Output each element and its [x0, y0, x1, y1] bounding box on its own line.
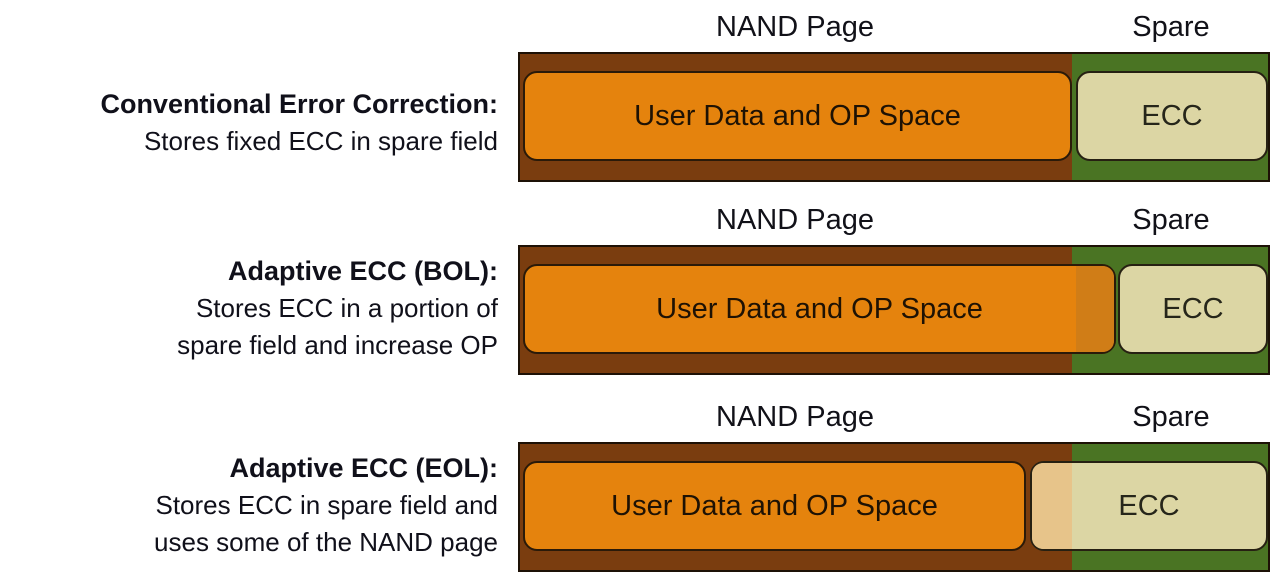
nand-page-header: NAND Page: [716, 401, 874, 433]
row-description-line: spare field and increase OP: [177, 330, 498, 360]
user-data-box-label: User Data and OP Space: [656, 292, 983, 325]
user-data-box: User Data and OP Space: [523, 461, 1026, 551]
row-title: Conventional Error Correction:: [100, 89, 498, 119]
row-label-conventional: Conventional Error Correction: Stores fi…: [0, 86, 498, 160]
ecc-box: ECC: [1076, 71, 1268, 161]
spare-header: Spare: [1132, 11, 1210, 43]
nand-page-header: NAND Page: [716, 11, 874, 43]
row-description-line: Stores ECC in a portion of: [195, 293, 498, 323]
user-data-box: User Data and OP Space: [523, 71, 1072, 161]
user-data-box: User Data and OP Space: [523, 264, 1116, 354]
row-description-line: uses some of the NAND page: [154, 527, 498, 557]
row-title: Adaptive ECC (EOL):: [229, 453, 498, 483]
spare-header: Spare: [1132, 204, 1210, 236]
nand-page-bar-adaptive-bol: User Data and OP Space ECC: [518, 245, 1270, 375]
spare-header: Spare: [1132, 401, 1210, 433]
nand-page-bar-conventional: User Data and OP Space ECC: [518, 52, 1270, 182]
row-title: Adaptive ECC (BOL):: [228, 256, 498, 286]
ecc-over-nand-overlap: [1032, 463, 1072, 549]
nand-page-bar-adaptive-eol: User Data and OP Space ECC: [518, 442, 1270, 572]
nand-page-header: NAND Page: [716, 204, 874, 236]
ecc-box-label: ECC: [1118, 489, 1180, 522]
row-description-line: Stores ECC in spare field and: [155, 490, 498, 520]
ecc-box: ECC: [1030, 461, 1268, 551]
row-label-adaptive-bol: Adaptive ECC (BOL): Stores ECC in a port…: [0, 253, 498, 364]
user-data-box-label: User Data and OP Space: [611, 489, 938, 522]
ecc-box-label: ECC: [1141, 99, 1203, 132]
row-label-adaptive-eol: Adaptive ECC (EOL): Stores ECC in spare …: [0, 450, 498, 561]
user-data-over-spare-overlap: [1076, 266, 1114, 352]
row-description-line: Stores fixed ECC in spare field: [143, 126, 498, 156]
ecc-box-label: ECC: [1162, 292, 1224, 325]
user-data-box-label: User Data and OP Space: [634, 99, 961, 132]
ecc-box: ECC: [1118, 264, 1268, 354]
